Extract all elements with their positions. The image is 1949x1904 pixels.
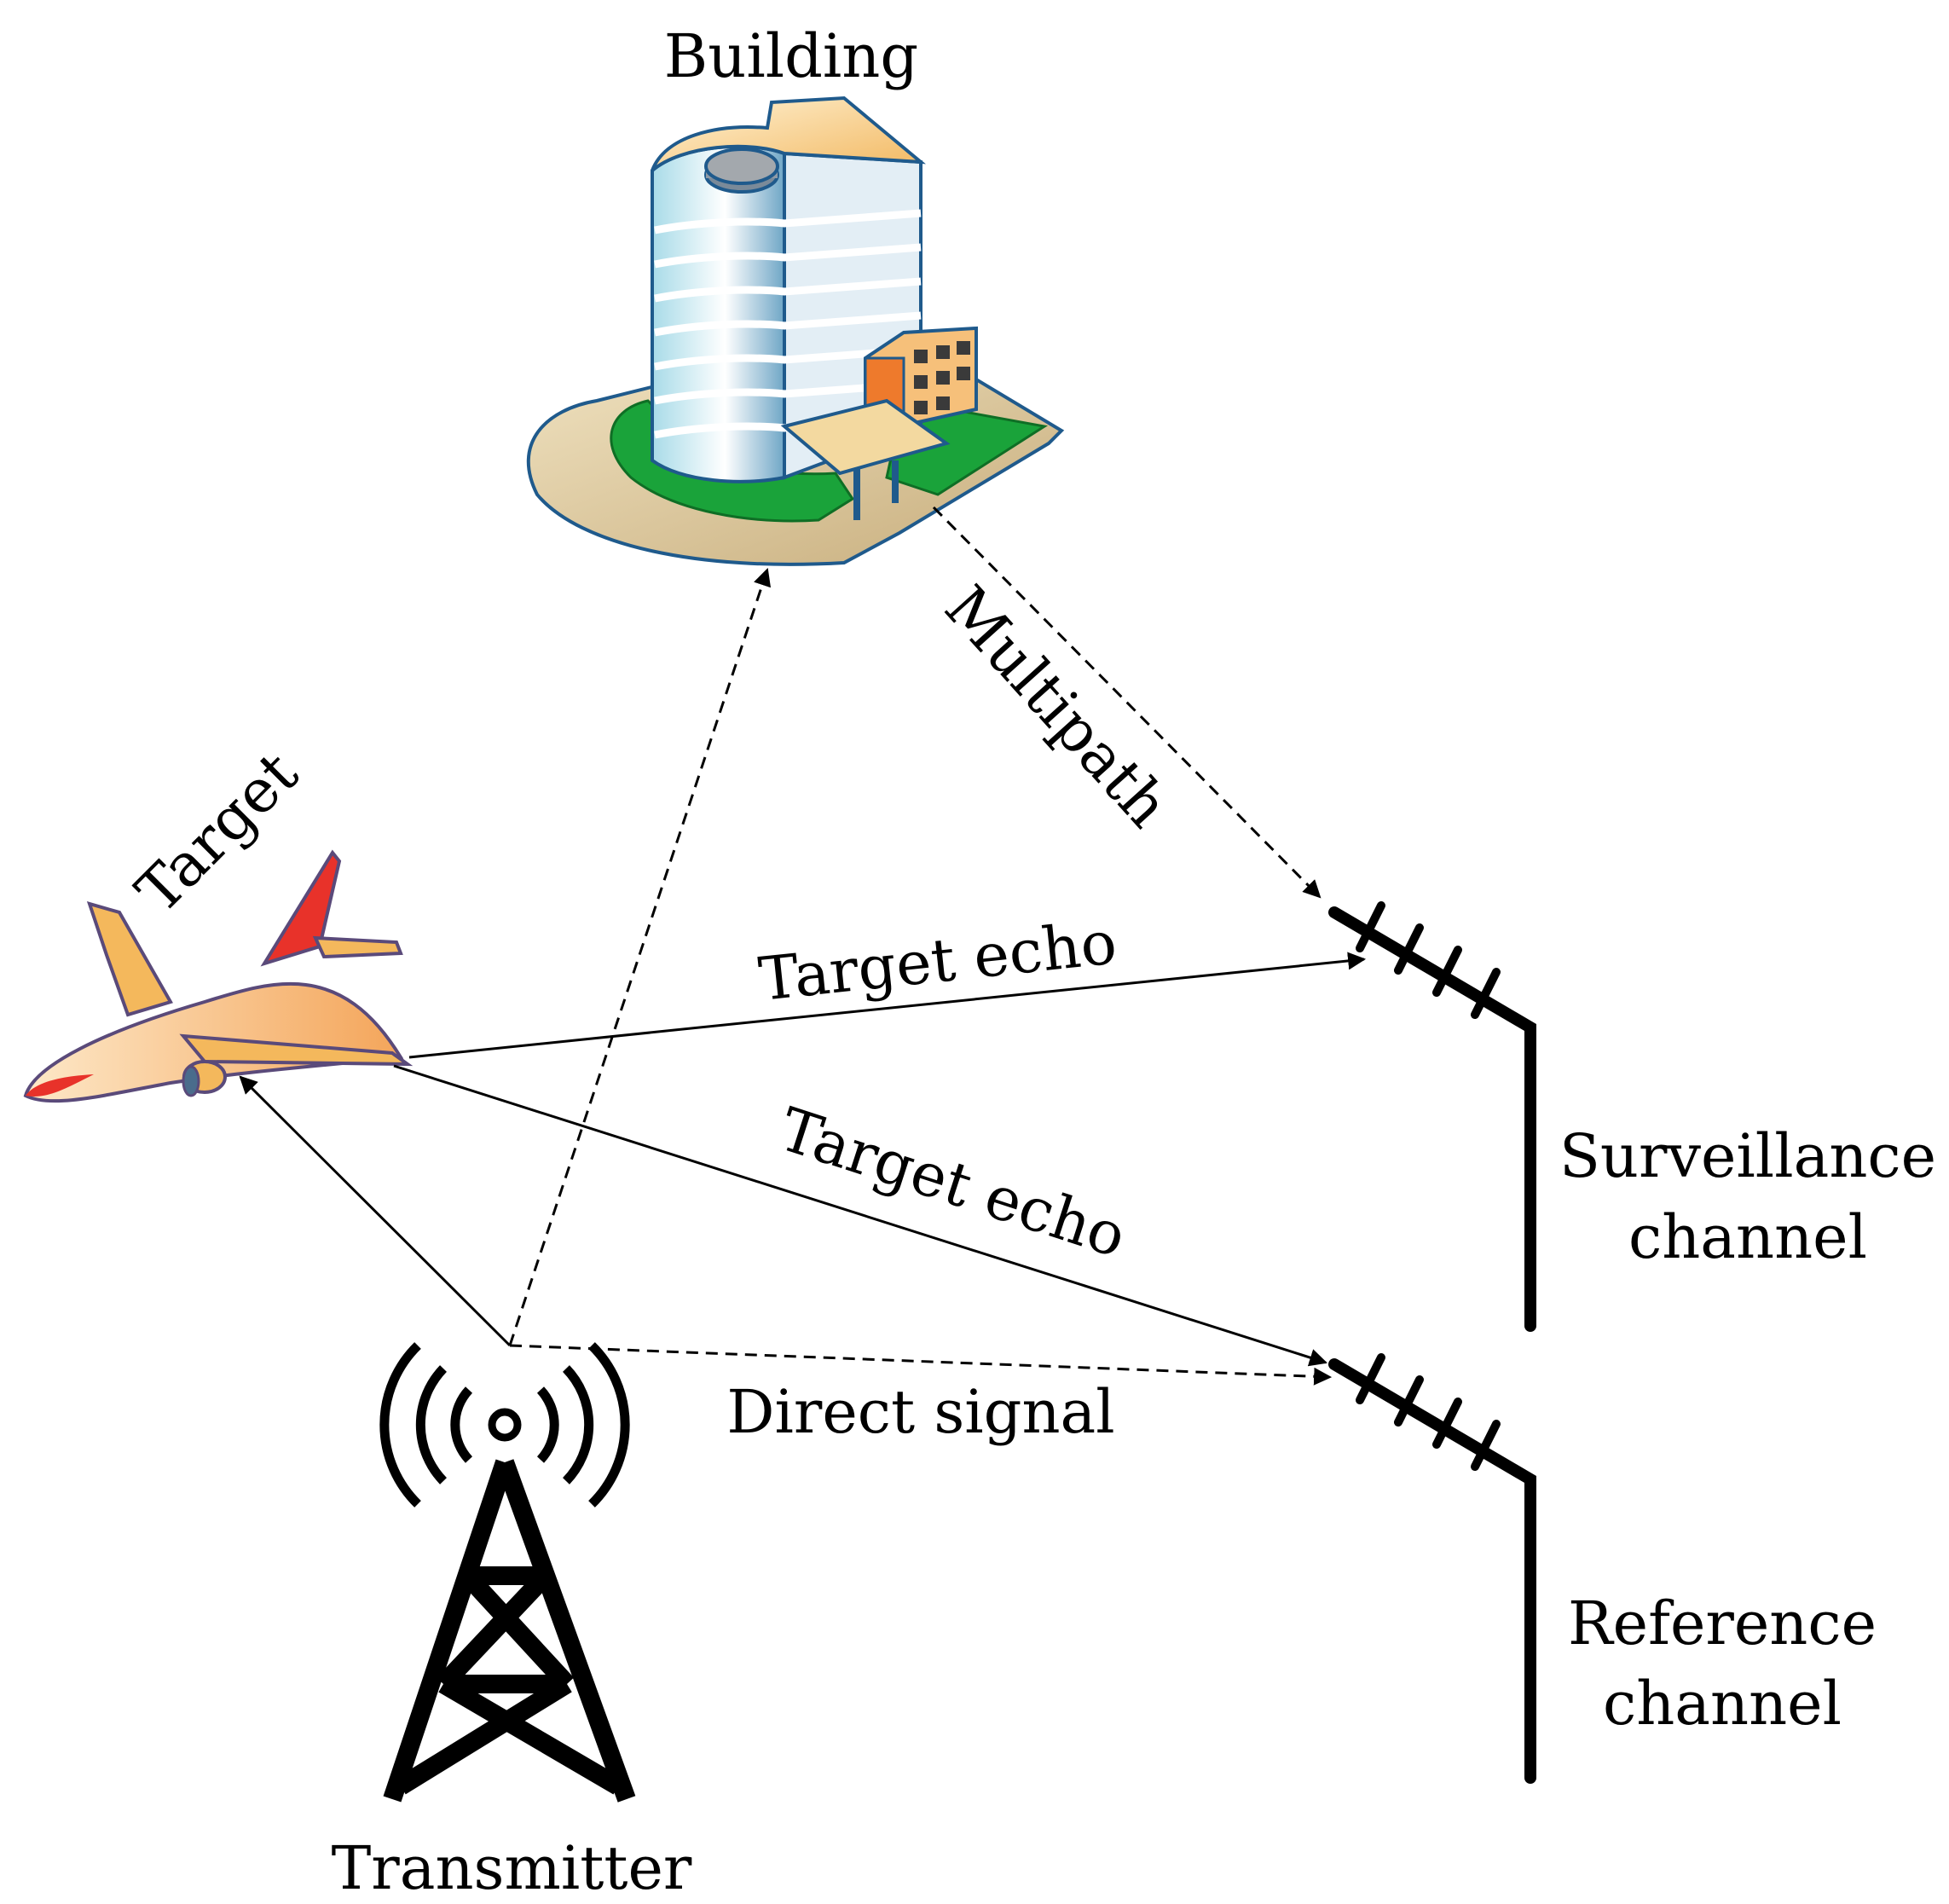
surveillance-label-line1: Surveillance (1559, 1121, 1936, 1191)
path-direct-signal (509, 1344, 1333, 1386)
transmitter-tower-icon (379, 1342, 636, 1803)
reference-antenna-icon (1328, 1353, 1536, 1784)
reference-label-line2: channel (1603, 1669, 1842, 1739)
reference-label-line1: Reference (1568, 1589, 1877, 1658)
target-echo-upper-label: Target echo (755, 907, 1119, 1015)
airplane-icon (23, 849, 414, 1103)
signal-paths (239, 506, 1367, 1386)
transmitter-label: Transmitter (332, 1833, 692, 1903)
path-multipath (932, 506, 1322, 899)
path-transmitter-to-target (239, 1075, 512, 1347)
direct-signal-label: Direct signal (726, 1377, 1114, 1447)
target-label: Target (123, 738, 311, 927)
surveillance-label-line2: channel (1628, 1202, 1867, 1272)
building-icon (526, 95, 1065, 566)
path-transmitter-to-building (508, 568, 772, 1346)
building-label: Building (664, 21, 918, 91)
multipath-label: Multipath (931, 573, 1183, 842)
path-target-echo-upper (408, 952, 1367, 1059)
path-target-echo-lower (393, 1064, 1328, 1367)
surveillance-antenna-icon (1328, 901, 1536, 1332)
